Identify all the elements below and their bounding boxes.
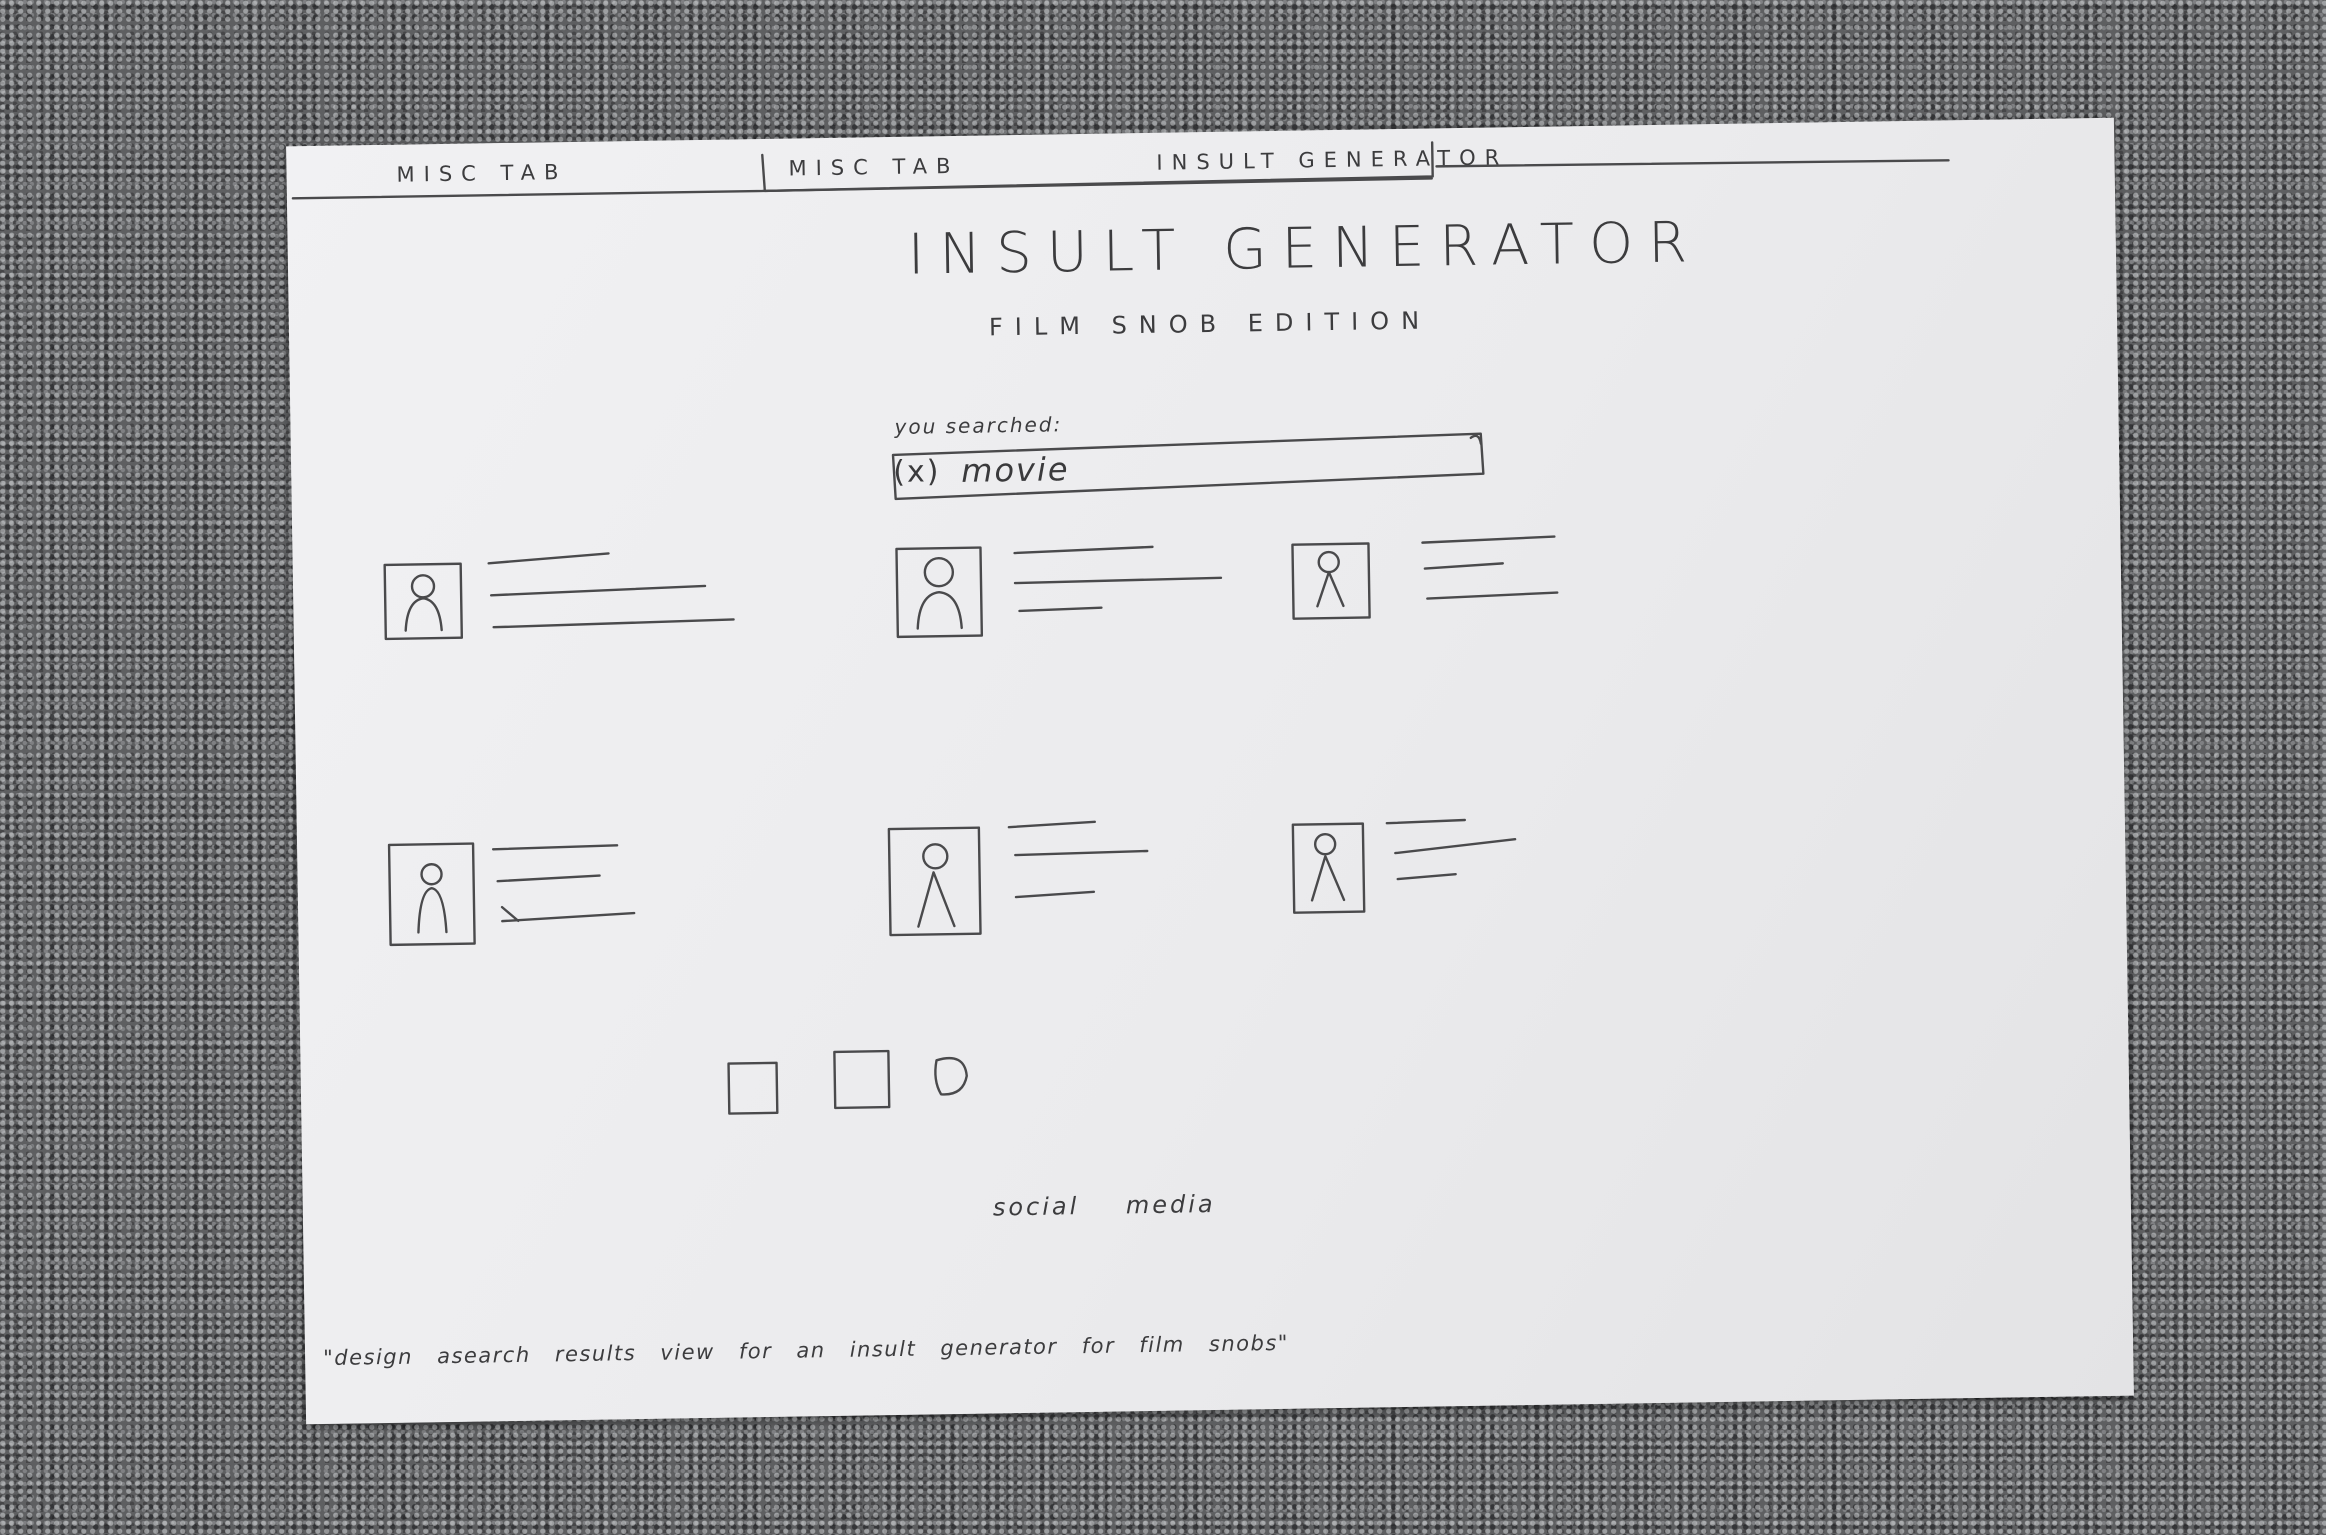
search-label: you searched:: [894, 412, 1063, 439]
tab-misc-1[interactable]: MISC TAB: [396, 160, 568, 187]
tab-underline-left: [291, 177, 1433, 200]
tab-underline-right: [1435, 159, 1950, 168]
result-card-3: [1291, 535, 1559, 620]
search-query: movie: [960, 450, 1070, 490]
sketch-lines: [291, 141, 1950, 1115]
clear-search-button[interactable]: (x): [892, 454, 941, 490]
result-card-1: [383, 552, 735, 641]
result-card-2: [895, 545, 1223, 639]
social-icons: [727, 1049, 968, 1115]
tab-active-outline: [761, 141, 1434, 193]
page-title: INSULT GENERATOR: [907, 210, 1703, 288]
search-box-outline: [891, 432, 1485, 501]
result-card-4: [387, 842, 636, 947]
result-card-5: [887, 820, 1149, 937]
search-box-corner: [1469, 434, 1483, 445]
tab-misc-2[interactable]: MISC TAB: [788, 153, 960, 181]
social-media-label: social media: [992, 1189, 1216, 1222]
result-card-6: [1291, 818, 1517, 914]
paper-sketch: MISC TAB MISC TAB INSULT GENERATOR INSUL…: [286, 117, 2134, 1425]
